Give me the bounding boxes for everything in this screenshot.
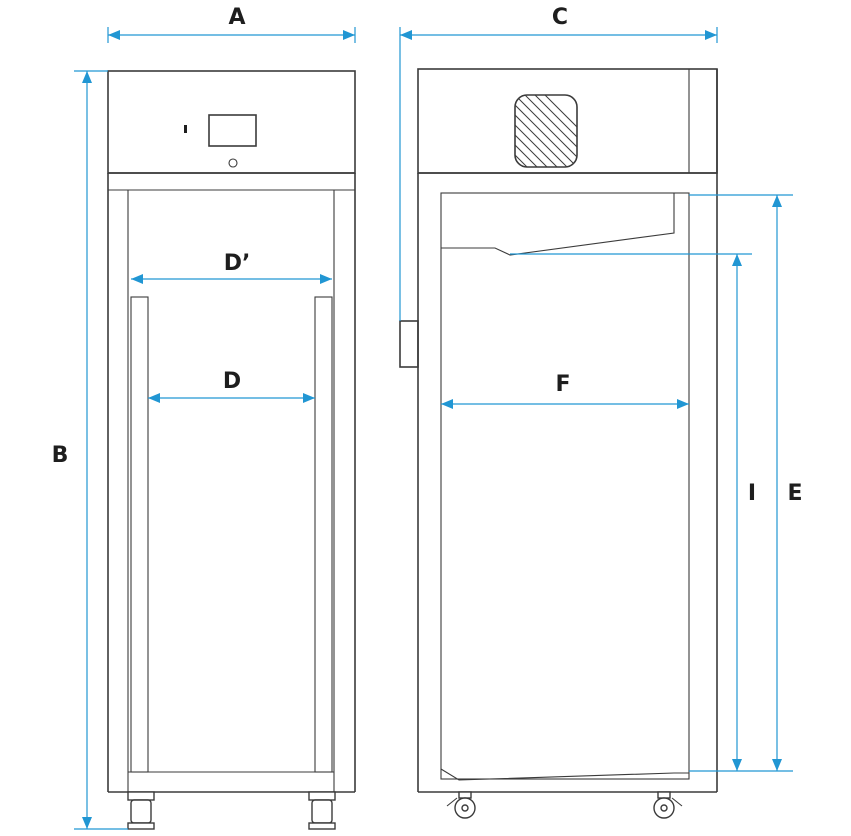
caster-wheel-icon: [127, 791, 155, 830]
label-f: F: [555, 372, 570, 397]
left-shelf-support: [130, 296, 149, 773]
hatched-vent-icon: [514, 94, 578, 168]
dimension-lines: [74, 27, 793, 830]
inner-cabinet: [440, 192, 690, 780]
ceiling-wedge: [441, 193, 675, 256]
label-i: I: [748, 481, 756, 506]
floor-slant: [440, 768, 689, 781]
label-c: C: [552, 5, 568, 30]
caster-wheel-icon: [653, 791, 683, 819]
caster-wheel-icon: [308, 791, 336, 830]
dimension-labels: A B D’ D C F I E: [52, 5, 803, 506]
label-d: D: [223, 369, 241, 394]
caster-wheel-icon: [446, 791, 476, 819]
label-d-prime: D’: [224, 251, 251, 276]
front-view: [107, 70, 356, 830]
indicator-mark: [184, 125, 187, 133]
power-button-icon: [228, 158, 238, 168]
label-e: E: [787, 481, 802, 506]
front-control-head: [107, 70, 356, 174]
door-handle: [399, 320, 419, 368]
right-shelf-support: [314, 296, 333, 773]
side-view: [399, 68, 718, 819]
label-b: B: [52, 443, 69, 468]
display-screen-icon: [208, 114, 257, 147]
label-a: A: [228, 5, 245, 30]
